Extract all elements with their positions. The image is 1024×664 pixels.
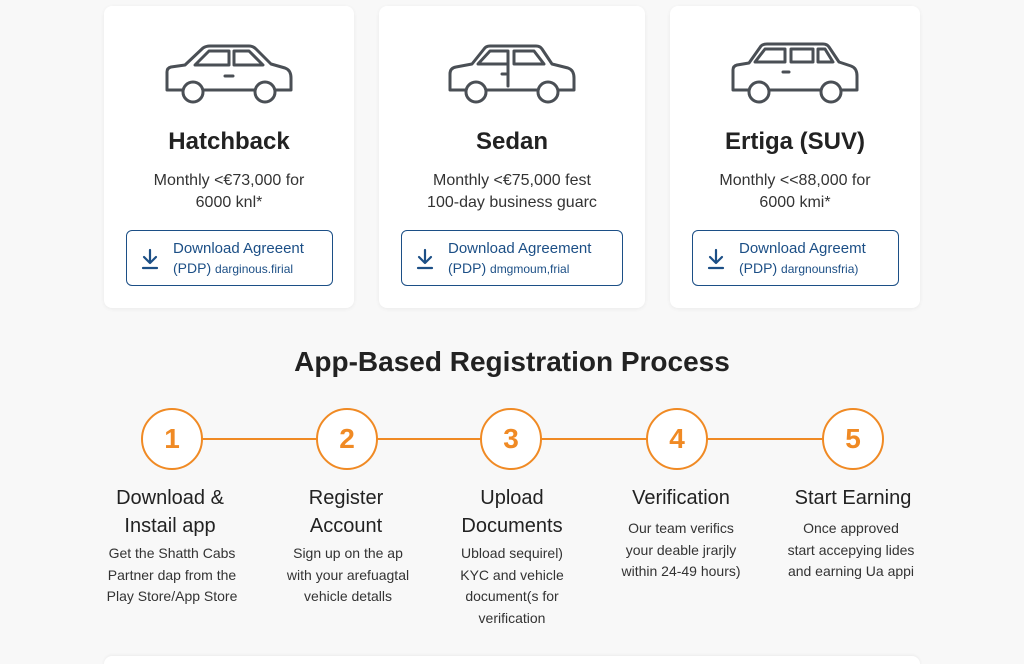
- step-number-3: 3: [480, 408, 542, 470]
- step-title: Start Earning: [794, 487, 912, 509]
- download-icon: [707, 248, 725, 270]
- vehicle-price: Monthly <<88,000 for: [719, 172, 871, 189]
- vehicle-detail: 100-day business guarc: [427, 194, 597, 211]
- download-agreement-button[interactable]: Download Agreemt (PDP) dargnounsfria): [692, 230, 899, 286]
- step-number-1: 1: [141, 408, 203, 470]
- next-section-card: [104, 656, 920, 664]
- download-button-label: Download Agreemt: [739, 240, 866, 257]
- registration-process-title: App-Based Registration Process: [294, 346, 730, 377]
- step-connector: [376, 438, 482, 440]
- download-agreement-button[interactable]: Download Agreeent (PDP) darginous.firial: [126, 230, 333, 286]
- vehicle-price: Monthly <€73,000 for: [153, 172, 305, 189]
- download-agreement-button[interactable]: Download Agreement (PDP) dmgmoum,frial: [401, 230, 623, 286]
- vehicle-name: Sedan: [475, 128, 549, 155]
- step-connector: [540, 438, 648, 440]
- vehicle-name: Hatchback: [168, 128, 290, 155]
- step-title: Download &Instail app: [116, 487, 224, 537]
- download-icon: [141, 248, 159, 270]
- step-connector: [706, 438, 824, 440]
- vehicle-cards: Hatchback Monthly <€73,000 for 6000 knl*…: [0, 6, 1024, 310]
- step-connector: [202, 438, 318, 440]
- vehicle-card-sedan: Sedan Monthly <€75,000 fest 100-day busi…: [379, 6, 645, 308]
- download-button-sublabel: (PDP) dargnounsfria): [739, 260, 859, 276]
- step-number-4: 4: [646, 408, 708, 470]
- download-button-label: Download Agreeent: [173, 240, 304, 257]
- vehicle-name: Ertiga (SUV): [724, 128, 865, 155]
- download-button-sublabel: (PDP) darginous.firial: [173, 260, 294, 276]
- download-icon: [416, 248, 434, 270]
- vehicle-card-hatchback: Hatchback Monthly <€73,000 for 6000 knl*…: [104, 6, 354, 308]
- suv-car-icon: [731, 42, 859, 104]
- step-number-2: 2: [316, 408, 378, 470]
- step-title: Verification: [632, 487, 730, 509]
- vehicle-price: Monthly <€75,000 fest: [433, 172, 591, 189]
- hatchback-car-icon: [165, 44, 293, 104]
- sedan-car-icon: [448, 44, 576, 104]
- vehicle-detail: 6000 knl*: [195, 194, 263, 211]
- vehicle-detail: 6000 kmi*: [759, 194, 831, 211]
- download-button-label: Download Agreement: [448, 240, 592, 257]
- step-number-5: 5: [822, 408, 884, 470]
- vehicle-card-suv: Ertiga (SUV) Monthly <<88,000 for 6000 k…: [670, 6, 920, 308]
- download-button-sublabel: (PDP) dmgmoum,frial: [448, 260, 570, 276]
